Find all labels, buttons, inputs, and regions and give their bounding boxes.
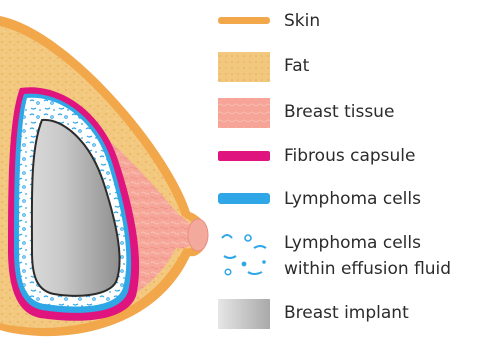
skin-swatch [218, 3, 274, 43]
legend: Skin Fat Breast tissue Fibrous capsule L… [218, 0, 486, 342]
legend-label-lymphoma-effusion-line2: within effusion fluid [284, 258, 451, 280]
legend-label-breast-tissue: Breast tissue [284, 101, 394, 123]
nipple [188, 219, 208, 251]
legend-item-lymphoma-cells: Lymphoma cells [218, 181, 486, 221]
breast-implant-swatch [218, 295, 274, 335]
lymphoma-effusion-swatch [218, 226, 274, 286]
legend-label-breast-implant: Breast implant [284, 302, 409, 324]
legend-item-breast-tissue: Breast tissue [218, 94, 486, 134]
legend-label-skin: Skin [284, 10, 320, 32]
fat-swatch [218, 48, 274, 88]
legend-label-lymphoma-cells: Lymphoma cells [284, 188, 421, 210]
legend-label-fibrous-capsule: Fibrous capsule [284, 145, 415, 167]
legend-item-skin: Skin [218, 3, 486, 43]
legend-item-fat: Fat [218, 48, 486, 88]
legend-label-lymphoma-effusion-line1: Lymphoma cells [284, 232, 421, 254]
fibrous-capsule-swatch [218, 138, 274, 178]
legend-item-fibrous-capsule: Fibrous capsule [218, 138, 486, 178]
legend-label-fat: Fat [284, 55, 309, 77]
breast-tissue-swatch [218, 94, 274, 134]
legend-item-breast-implant: Breast implant [218, 295, 486, 335]
legend-item-lymphoma-effusion: Lymphoma cells within effusion fluid [218, 226, 486, 288]
lymphoma-cells-swatch [218, 181, 274, 221]
